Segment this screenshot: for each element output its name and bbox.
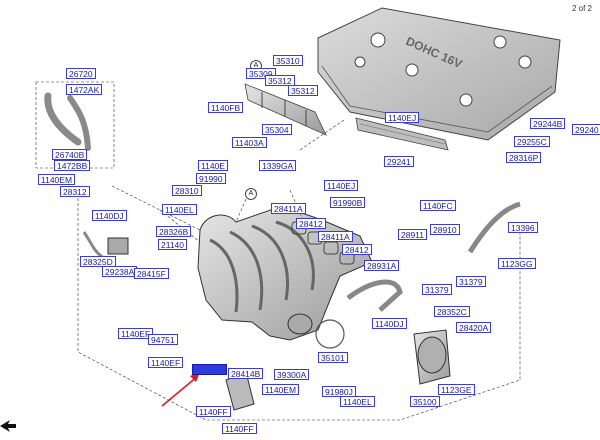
part-callout-31379[interactable]: 31379 [456, 276, 486, 287]
part-callout-13396[interactable]: 13396 [508, 222, 538, 233]
part-callout-1140ej[interactable]: 1140EJ [385, 112, 420, 123]
part-callout-1472bb[interactable]: 1472BB [54, 160, 91, 171]
part-callout-91990b[interactable]: 91990B [330, 197, 366, 208]
part-callout-28414b[interactable]: 28414B [228, 368, 264, 379]
reference-marker-a: A [245, 188, 257, 200]
part-callout-1140ef[interactable]: 1140EF [118, 328, 154, 339]
part-callout-1123ge[interactable]: 1123GE [438, 384, 475, 395]
part-callout-1472ak[interactable]: 1472AK [66, 84, 103, 95]
part-callout-35310[interactable]: 35310 [273, 55, 303, 66]
part-callout-28352c[interactable]: 28352C [434, 306, 470, 317]
purge-valve [82, 231, 129, 260]
part-callout-1140ff[interactable]: 1140FF [222, 423, 257, 434]
part-callout-1123gg[interactable]: 1123GG [498, 258, 536, 269]
part-callout-1140ff[interactable]: 1140FF [196, 406, 231, 417]
part-callout-91990a-highlighted[interactable]: 91990A [192, 364, 228, 375]
part-callout-28310[interactable]: 28310 [172, 185, 202, 196]
fuel-rail [244, 83, 327, 136]
part-callout-1140dj[interactable]: 1140DJ [92, 210, 127, 221]
part-callout-28411a[interactable]: 28411A [318, 231, 353, 242]
throttle-gasket [315, 319, 345, 349]
part-callout-1140dj[interactable]: 1140DJ [372, 318, 407, 329]
part-callout-1140fb[interactable]: 1140FB [208, 102, 244, 113]
part-callout-1140em[interactable]: 1140EM [38, 174, 76, 185]
part-callout-29240[interactable]: 29240 [572, 124, 600, 135]
part-callout-35312[interactable]: 35312 [288, 85, 318, 96]
part-callout-35309[interactable]: 35309 [246, 68, 276, 79]
breather-hoses [44, 92, 91, 151]
part-callout-1140em[interactable]: 1140EM [262, 384, 300, 395]
intake-manifold [197, 205, 373, 341]
part-callout-1140e[interactable]: 1140E [198, 160, 228, 171]
part-callout-29241[interactable]: 29241 [384, 156, 414, 167]
part-callout-1140ef[interactable]: 1140EF [148, 357, 184, 368]
part-callout-26740b[interactable]: 26740B [52, 149, 88, 160]
part-callout-91990[interactable]: 91990 [196, 173, 226, 184]
part-callout-28411a[interactable]: 28411A [271, 203, 306, 214]
part-callout-1140fc[interactable]: 1140FC [420, 200, 456, 211]
part-callout-35304[interactable]: 35304 [262, 124, 292, 135]
part-callout-28316p[interactable]: 28316P [506, 152, 542, 163]
part-callout-29238a[interactable]: 29238A [102, 266, 138, 277]
part-callout-28412[interactable]: 28412 [296, 218, 326, 229]
part-callout-21140[interactable]: 21140 [158, 239, 188, 250]
part-callout-28911[interactable]: 28911 [398, 229, 428, 240]
part-callout-31379[interactable]: 31379 [422, 284, 452, 295]
part-callout-11403a[interactable]: 11403A [232, 137, 267, 148]
part-callout-35100[interactable]: 35100 [410, 396, 440, 407]
part-callout-28325d[interactable]: 28325D [80, 256, 116, 267]
part-callout-28910[interactable]: 28910 [430, 224, 460, 235]
part-callout-29255c[interactable]: 29255C [514, 136, 550, 147]
page-indicator: 2 of 2 [571, 4, 592, 13]
engine-cover: DOHC 16V [317, 7, 561, 141]
part-callout-1140el[interactable]: 1140EL [162, 204, 197, 215]
highlight-arrow [161, 372, 200, 407]
part-callout-28326b[interactable]: 28326B [156, 226, 192, 237]
part-callout-1140el[interactable]: 1140EL [340, 396, 375, 407]
part-callout-35312[interactable]: 35312 [265, 75, 295, 86]
part-callout-91980j[interactable]: 91980J [322, 386, 356, 397]
part-callout-1140ej[interactable]: 1140EJ [324, 180, 359, 191]
part-callout-29244b[interactable]: 29244B [530, 118, 566, 129]
pcv-hose [346, 201, 521, 312]
part-callout-28415f[interactable]: 28415F [134, 268, 169, 279]
part-callout-1339ga[interactable]: 1339GA [259, 160, 297, 171]
direction-marker-icon [0, 420, 16, 432]
part-callout-28931a[interactable]: 28931A [364, 260, 400, 271]
part-callout-94751[interactable]: 94751 [148, 334, 178, 345]
ignition-bar [355, 117, 449, 151]
part-callout-39300a[interactable]: 39300A [274, 369, 310, 380]
throttle-body [413, 329, 451, 385]
part-callout-35101[interactable]: 35101 [318, 352, 348, 363]
part-callout-28312[interactable]: 28312 [60, 186, 90, 197]
part-callout-28412[interactable]: 28412 [342, 244, 372, 255]
part-callout-26720[interactable]: 26720 [66, 68, 96, 79]
part-callout-28420a[interactable]: 28420A [456, 322, 492, 333]
